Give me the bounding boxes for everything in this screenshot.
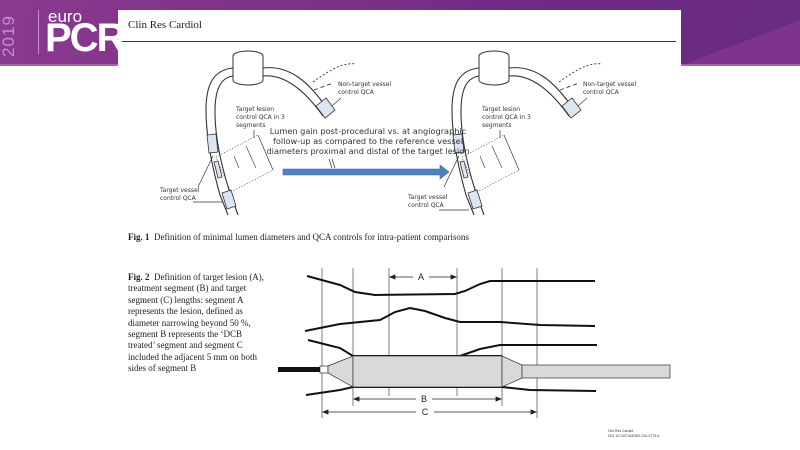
fig1-target-vessel-label-2: control QCA: [160, 195, 197, 202]
citation-doi: DOI 10.1007/s00392-016-0773-5: [608, 434, 660, 438]
fig1-pointer-arrows: [193, 97, 588, 211]
fig1-caption-text: Definition of minimal lumen diameters an…: [154, 232, 469, 242]
fig1-caption: Fig. 1 Definition of minimal lumen diame…: [128, 232, 469, 242]
citation: Clin Res Cardiol DOI 10.1007/s00392-016-…: [608, 429, 659, 439]
fig1-target-lesion-label-3: segments: [236, 122, 265, 129]
fig1-arrow-text-1: Lumen gain post-procedural vs. at angiog…: [270, 126, 466, 136]
fig2-balloon: [352, 355, 503, 388]
fig1-r-target-lesion-label-2: control QCA in 3: [482, 114, 531, 121]
fig2-dimension-b: [352, 396, 503, 402]
fig1-non-target-label-1: Non-target vessel: [338, 81, 391, 88]
fig1-illustration: Target lesion control QCA in 3 segments …: [159, 50, 636, 216]
fig2-balloon-right-cone: [501, 355, 523, 388]
fig1-r-non-target-label-1: Non-target vessel: [583, 81, 636, 88]
fig2-caption: Fig. 2 Definition of target lesion (A), …: [128, 272, 268, 375]
fig2-label-a: A: [418, 272, 424, 282]
fig1-r-target-vessel-label-1: Target vessel: [407, 194, 448, 201]
journal-header: Clin Res Cardiol: [128, 19, 202, 31]
fig2-reference-lines: [321, 268, 538, 418]
fig1-r-target-lesion-label-1: Target lesion: [481, 106, 520, 113]
fig1-arrow-text-2: follow-up as compared to the reference v…: [273, 136, 463, 146]
fig1-r-non-target-label-2: control QCA: [583, 89, 620, 96]
journal-page: Clin Res Cardiol: [118, 10, 681, 442]
header-rule: [122, 41, 676, 42]
fig1-arrow-text-3: diameters proximal and distal of the tar…: [266, 146, 469, 156]
fig1-caption-label: Fig. 1: [128, 232, 150, 242]
fig2-label-c: C: [422, 407, 429, 417]
logo-year-text: 2019: [0, 15, 18, 57]
fig2-balloon-left-cone: [327, 355, 354, 388]
fig1-target-vessel-label-1: Target vessel: [159, 187, 200, 194]
logo-separator: [38, 10, 39, 54]
fig1-target-lesion-label-2: control QCA in 3: [236, 114, 285, 121]
logo-pcr: PCR: [45, 16, 125, 60]
fig2-label-b: B: [421, 394, 427, 404]
citation-journal: Clin Res Cardiol: [608, 429, 634, 433]
fig2-catheter-shaft: [521, 364, 671, 379]
banner-decoration: [680, 20, 800, 66]
fig2-catheter-tip: [319, 365, 329, 374]
fig2-caption-text: Definition of target lesion (A), treatme…: [128, 272, 265, 374]
fig2-illustration: A B C: [278, 268, 671, 418]
fig1-r-target-lesion-label-3: segments: [482, 122, 511, 129]
fig1-non-target-label-2: control QCA: [338, 89, 375, 96]
fig1-r-target-vessel-label-2: control QCA: [408, 202, 445, 209]
fig1-target-lesion-label-1: Target lesion: [235, 106, 274, 113]
fig2-guidewire: [278, 367, 320, 372]
logo-euro: euro: [48, 7, 83, 26]
fig2-dimension-c: [321, 409, 538, 415]
fig2-dimension-a: [388, 274, 458, 280]
logo-year: 2019: [0, 6, 32, 62]
fig1-comparison-arrow: [282, 164, 450, 180]
fig2-caption-label: Fig. 2: [128, 272, 150, 282]
